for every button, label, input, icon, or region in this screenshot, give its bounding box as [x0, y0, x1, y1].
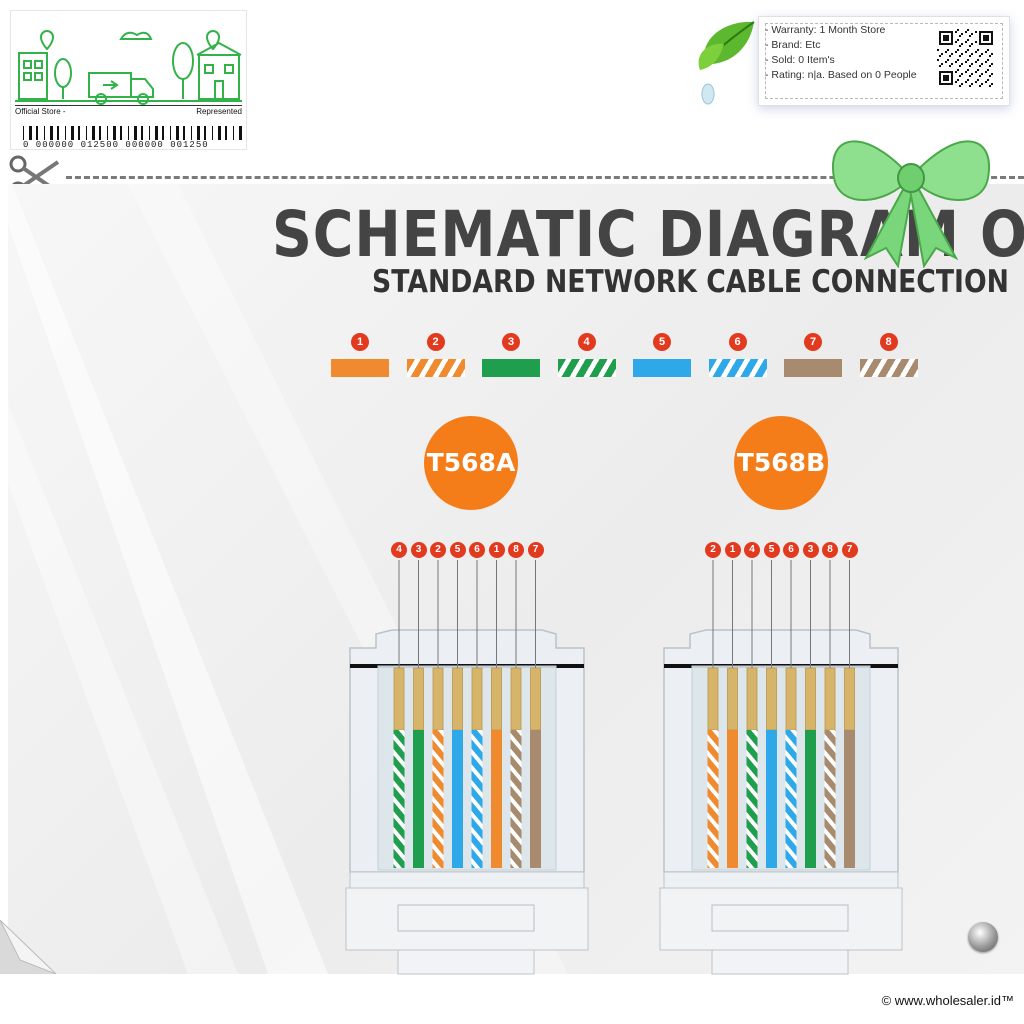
gold-contact: [766, 667, 777, 731]
gold-contact: [452, 667, 463, 731]
pin-number: 5: [763, 542, 780, 558]
legend-number: 1: [351, 333, 369, 351]
warranty-text: - Warranty: 1 Month Store: [765, 24, 886, 36]
wire-6: [471, 730, 483, 868]
pin-number: 6: [469, 542, 485, 558]
pin-number: 2: [430, 542, 446, 558]
legend-number: 2: [426, 333, 445, 351]
wire-5: [766, 730, 777, 868]
gold-contact: [393, 667, 405, 731]
gold-contact: [413, 667, 424, 731]
wire-1: [727, 730, 738, 868]
wire-5: [452, 730, 463, 868]
legend-swatch: [708, 359, 767, 377]
wire-3: [805, 730, 816, 868]
wire-3: [413, 730, 424, 868]
leaf-icon: [698, 21, 755, 105]
delivery-town-illustration: [15, 30, 242, 105]
legend-number: 8: [879, 333, 898, 351]
cut-line: [66, 176, 1024, 179]
gold-contact: [824, 667, 836, 731]
legend-swatch: [557, 359, 616, 377]
wire-7: [844, 730, 855, 868]
sold-text: - Sold: 0 Item's: [765, 54, 835, 66]
legend-number: 6: [728, 333, 747, 351]
gold-contact: [805, 667, 816, 731]
wire-4: [746, 730, 758, 868]
t568a-badge: T568A: [424, 416, 518, 510]
legend-swatch: [482, 359, 540, 377]
legend-number: 3: [502, 333, 520, 351]
wire-4: [393, 730, 405, 868]
wire-8: [824, 730, 836, 868]
legend-number: 4: [577, 333, 596, 351]
info-border: [765, 23, 1003, 99]
pin-number: 8: [822, 542, 838, 558]
represented-label: Represented: [196, 107, 242, 116]
wire-1: [491, 730, 502, 868]
wire-2: [432, 730, 444, 868]
store-card: Official Store - Represented 0 000000 01…: [10, 10, 247, 150]
pin-number: 6: [783, 542, 799, 558]
gold-contact: [707, 667, 719, 731]
pin-number: 1: [488, 542, 505, 558]
pin-number: 3: [802, 542, 819, 558]
gold-contact: [491, 667, 502, 731]
legend-swatch: [859, 359, 918, 377]
legend-swatch: [406, 359, 465, 377]
gold-contact: [530, 667, 541, 731]
brand-text: - Brand: Etc: [765, 39, 821, 51]
gold-contact: [471, 667, 483, 731]
diagram-subtitle: STANDARD NETWORK CABLE CONNECTION: [372, 264, 1009, 300]
gold-contact: [510, 667, 522, 731]
pin-number: 4: [391, 542, 407, 558]
legend-swatch: [784, 359, 842, 377]
gold-contact: [746, 667, 758, 731]
wire-8: [510, 730, 522, 868]
pin-number: 5: [449, 542, 466, 558]
legend-number: 5: [653, 333, 671, 351]
gold-contact: [785, 667, 797, 731]
rj45-plug-t568a: [345, 560, 589, 975]
info-lines: - Warranty: 1 Month Store - Brand: Etc -…: [765, 23, 917, 83]
pin-number: 7: [527, 542, 544, 558]
wire-7: [530, 730, 541, 868]
pin-number: 7: [841, 542, 858, 558]
pin-number: 2: [705, 542, 721, 558]
rating-text: - Rating: n|a. Based on 0 People: [765, 69, 917, 81]
gold-contact: [844, 667, 855, 731]
pin-number: 4: [744, 542, 760, 558]
pin-number: 8: [508, 542, 524, 558]
gold-contact: [727, 667, 738, 731]
t568b-badge: T568B: [734, 416, 828, 510]
legend-number: 7: [804, 333, 822, 351]
legend-swatch: [331, 359, 389, 377]
page-curl-icon: [0, 920, 56, 974]
ribbon-bow-icon: [831, 140, 991, 268]
product-info-box: - Warranty: 1 Month Store - Brand: Etc -…: [758, 16, 1010, 106]
wire-6: [785, 730, 797, 868]
rj45-plug-t568b: [659, 560, 903, 975]
legend-swatch: [633, 359, 691, 377]
qr-code-icon: [937, 29, 995, 87]
metal-knob-icon: [968, 922, 998, 952]
pin-number: 3: [410, 542, 427, 558]
pin-number: 1: [724, 542, 741, 558]
wire-2: [707, 730, 719, 868]
copyright-text: © www.wholesaler.id™: [881, 993, 1014, 1008]
official-store-label: Official Store -: [15, 107, 66, 116]
store-divider: [15, 105, 242, 106]
barcode-number: 0 000000 012500 000000 001250: [23, 140, 209, 150]
barcode: [23, 126, 242, 140]
gold-contact: [432, 667, 444, 731]
